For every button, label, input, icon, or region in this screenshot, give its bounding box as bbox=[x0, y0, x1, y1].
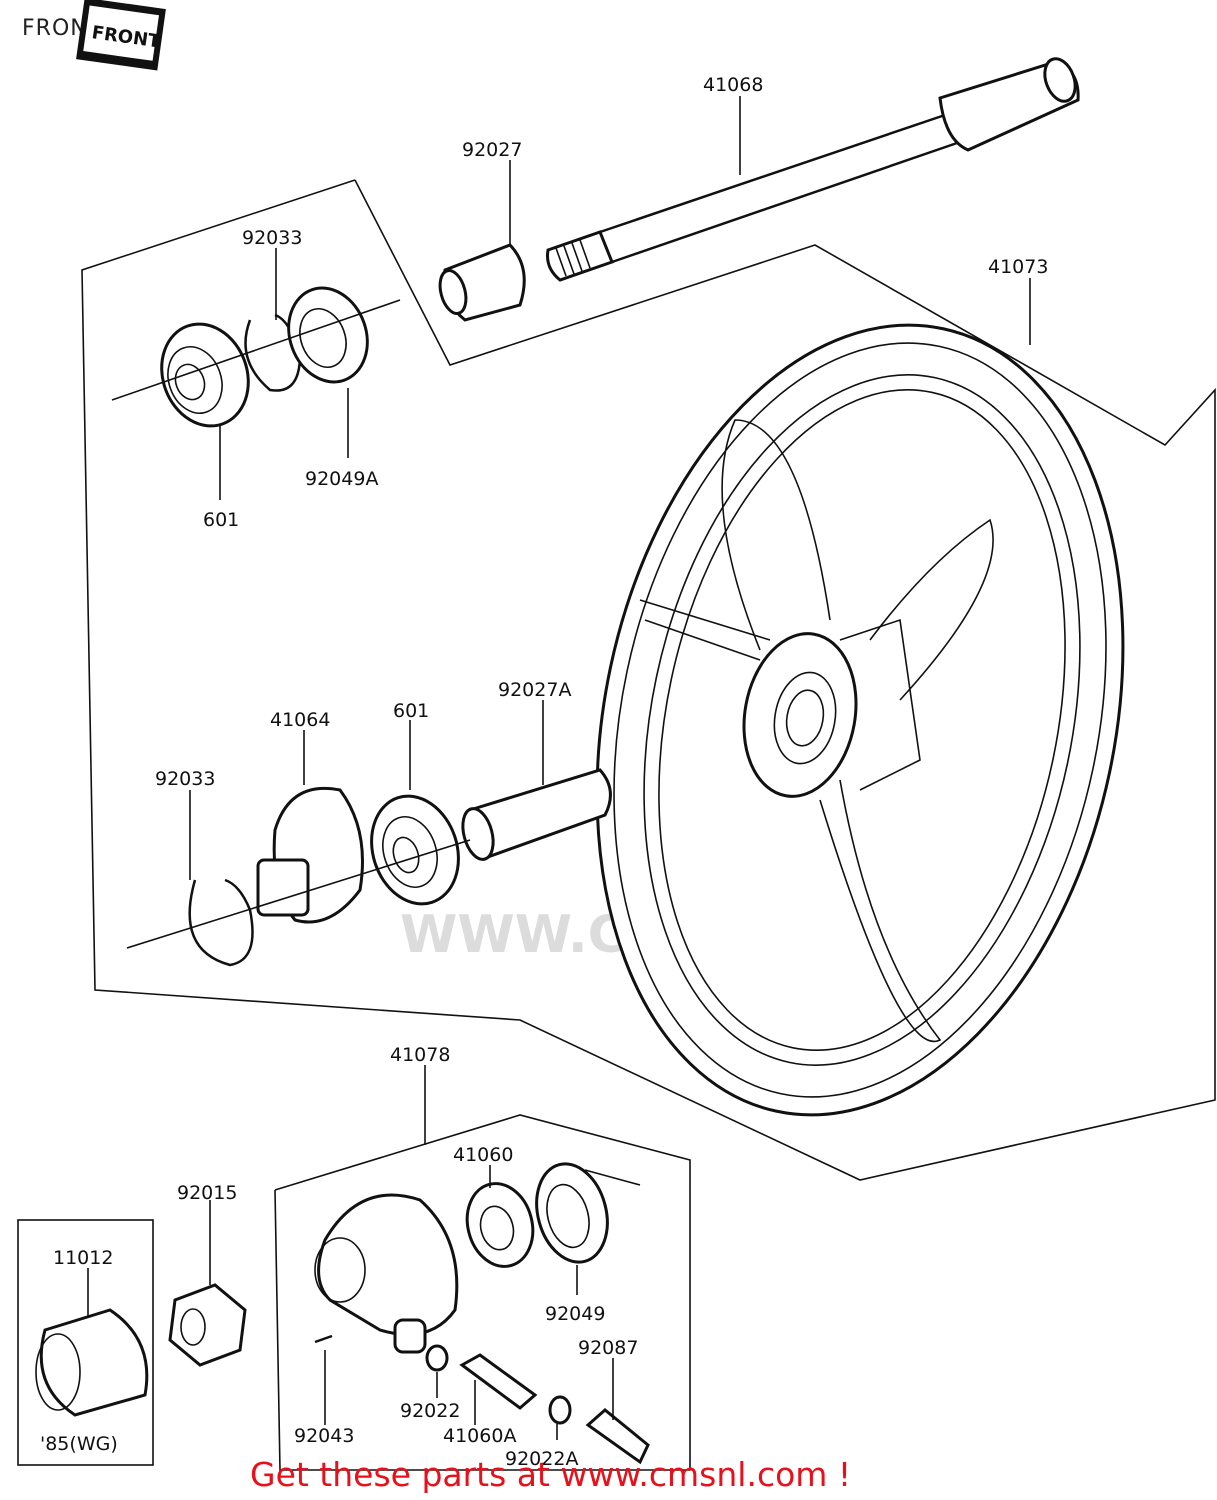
label-92022A: 92022A bbox=[505, 1448, 578, 1470]
label-41078: 41078 bbox=[390, 1044, 450, 1066]
seal-92049 bbox=[535, 1162, 609, 1264]
washer-92022A bbox=[548, 1395, 572, 1425]
label-92033-mid: 92033 bbox=[155, 768, 215, 790]
nut-92015 bbox=[168, 1283, 247, 1367]
upper-group-outline bbox=[81, 179, 1216, 1181]
circlip-92033-mid bbox=[188, 878, 254, 967]
gearbox-41078 bbox=[314, 1193, 459, 1354]
axis-line-mid bbox=[126, 839, 471, 949]
shaft-41060A bbox=[459, 1353, 538, 1410]
axis-line-top bbox=[111, 299, 401, 401]
axis-line-low bbox=[584, 1169, 641, 1186]
label-41073: 41073 bbox=[988, 256, 1048, 278]
label-601-mid: 601 bbox=[393, 700, 429, 722]
bearing-601-top bbox=[160, 322, 250, 428]
label-41060: 41060 bbox=[453, 1144, 513, 1166]
seal-92049A bbox=[287, 286, 369, 384]
front-tag: FRONT bbox=[76, 0, 166, 71]
promo-link[interactable]: Get these parts at www.cmsnl.com ! bbox=[250, 1455, 852, 1494]
wheel-41073 bbox=[595, 323, 1125, 1117]
spacer-92027A bbox=[461, 768, 612, 861]
label-92033-top: 92033 bbox=[242, 227, 302, 249]
leader-lines bbox=[87, 96, 1031, 1440]
label-92015: 92015 bbox=[177, 1182, 237, 1204]
axle-41068 bbox=[546, 57, 1080, 282]
label-41068: 41068 bbox=[703, 74, 763, 96]
bushing-92087 bbox=[585, 1408, 650, 1465]
gear-41060 bbox=[465, 1182, 535, 1268]
label-41064: 41064 bbox=[270, 709, 330, 731]
housing-41064 bbox=[256, 786, 364, 924]
label-92022: 92022 bbox=[400, 1400, 460, 1422]
label-41060A: 41060A bbox=[443, 1425, 516, 1447]
label-92027: 92027 bbox=[462, 139, 522, 161]
spacer-92027 bbox=[438, 243, 526, 322]
bearing-601-mid bbox=[370, 794, 460, 906]
label-85wg: '85(WG) bbox=[40, 1433, 118, 1455]
label-92027A: 92027A bbox=[498, 679, 571, 701]
label-11012: 11012 bbox=[53, 1247, 113, 1269]
label-92049: 92049 bbox=[545, 1303, 605, 1325]
pin-92043 bbox=[314, 1334, 333, 1344]
label-92043: 92043 bbox=[294, 1425, 354, 1447]
cap-11012 bbox=[35, 1308, 149, 1417]
label-601-top: 601 bbox=[203, 509, 239, 531]
washer-92022 bbox=[425, 1344, 449, 1372]
lower-group-outline bbox=[274, 1114, 691, 1471]
label-92049A: 92049A bbox=[305, 468, 378, 490]
label-92087: 92087 bbox=[578, 1337, 638, 1359]
cap-group-outline bbox=[17, 1219, 154, 1466]
